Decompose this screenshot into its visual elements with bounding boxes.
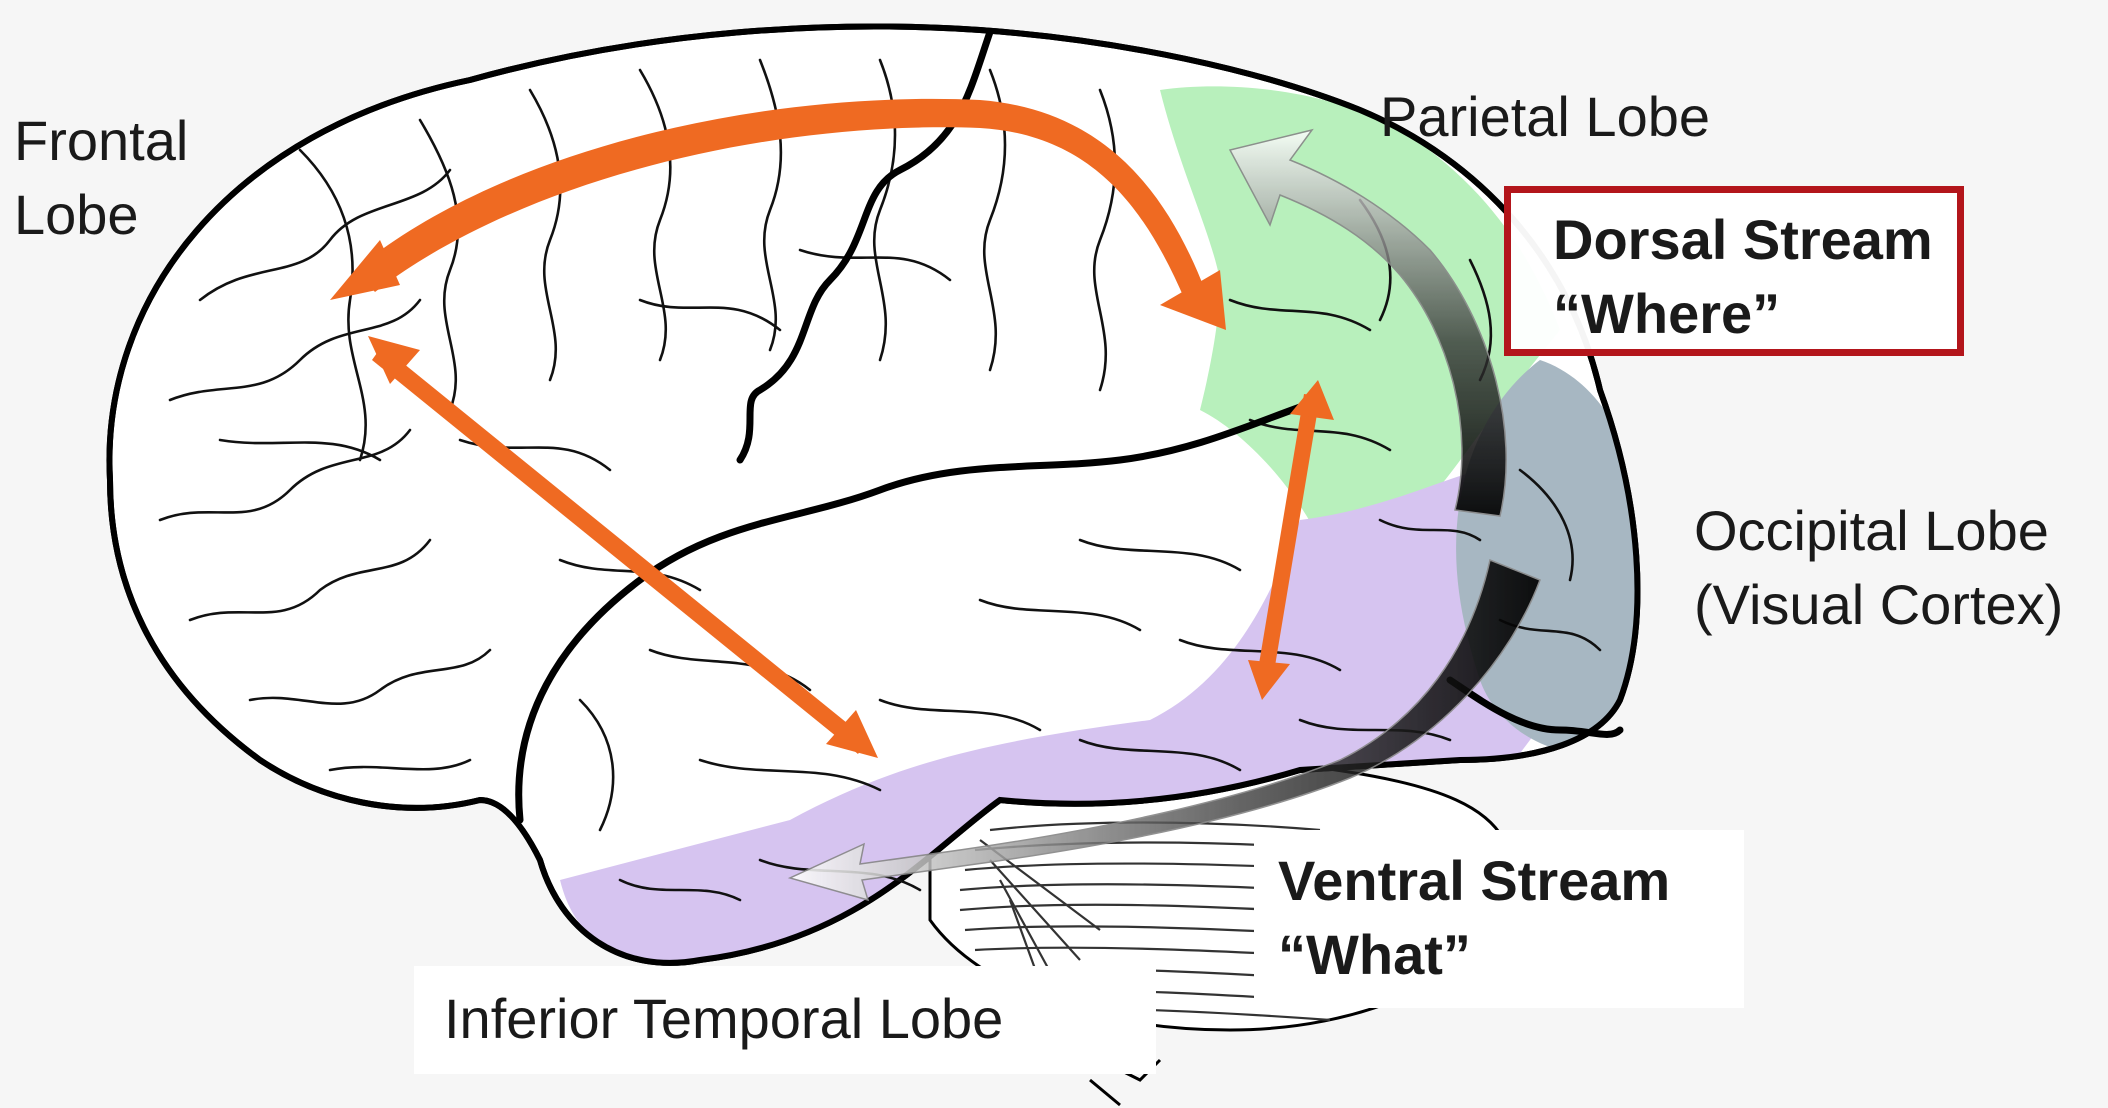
dorsal-stream-callout: Dorsal Stream “Where” [1504, 186, 1964, 356]
occipital-lobe-label-line1: Occipital Lobe [1694, 494, 2063, 568]
ventral-stream-callout: Ventral Stream “What” [1254, 830, 1744, 1008]
occipital-lobe-label: Occipital Lobe (Visual Cortex) [1694, 494, 2063, 642]
inferior-temporal-callout: Inferior Temporal Lobe [414, 966, 1156, 1074]
dorsal-stream-label-line1: Dorsal Stream [1553, 203, 1933, 277]
ventral-stream-label: Ventral Stream “What” [1278, 844, 1670, 992]
frontal-lobe-label-line1: Frontal [14, 104, 188, 178]
ventral-stream-label-line2: “What” [1278, 918, 1670, 992]
dorsal-stream-label-line2: “Where” [1553, 277, 1933, 351]
occipital-lobe-label-line2: (Visual Cortex) [1694, 568, 2063, 642]
inferior-temporal-lobe-label: Inferior Temporal Lobe [444, 982, 1003, 1056]
dorsal-stream-label: Dorsal Stream “Where” [1553, 203, 1933, 351]
ventral-stream-label-line1: Ventral Stream [1278, 844, 1670, 918]
frontal-lobe-label: Frontal Lobe [14, 104, 188, 252]
parietal-lobe-label: Parietal Lobe [1380, 80, 1710, 154]
frontal-lobe-label-line2: Lobe [14, 178, 188, 252]
